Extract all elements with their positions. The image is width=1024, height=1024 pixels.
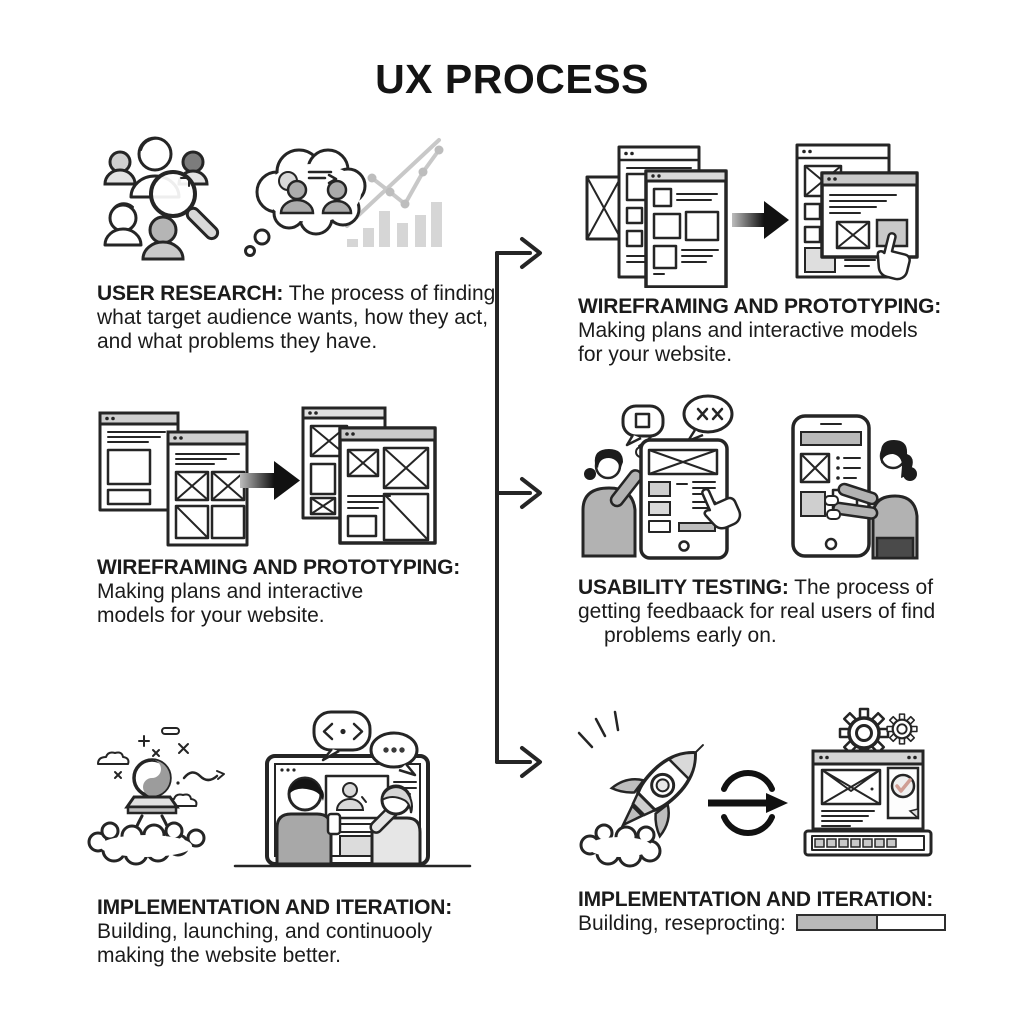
section-heading: USABILITY TESTING: <box>578 576 789 599</box>
section-heading: IMPLEMENTATION AND ITERATION: <box>578 888 934 911</box>
tester-with-phone-icon <box>791 414 919 560</box>
user-research-illustration <box>103 136 444 261</box>
section-line: Building, reseprocting: <box>578 912 786 935</box>
speech-bubble-xx-icon <box>682 394 734 443</box>
section-line: Making plans and interactive models <box>578 319 918 342</box>
wireframing-left-illustration <box>98 406 437 547</box>
tester-with-tablet-icon <box>581 436 742 560</box>
bar-chart-icon <box>345 138 444 247</box>
section-heading: WIREFRAMING AND PROTOTYPING: <box>97 556 461 579</box>
section-line: making the website better. <box>97 944 341 967</box>
wireframing-right-illustration <box>585 143 919 288</box>
section-text-wireframing-right: WIREFRAMING AND PROTOTYPING:Making plans… <box>578 295 1008 367</box>
section-line: getting feedbaack for real users of find <box>578 600 936 623</box>
section-line: The process of <box>794 576 934 599</box>
team-at-screen-icon <box>265 754 430 866</box>
section-line: Making plans and interactive <box>97 580 364 603</box>
implementation-left-illustration <box>87 710 472 868</box>
section-heading: USER RESEARCH: <box>97 282 284 305</box>
section-line: what target audience wants, how they act… <box>97 306 489 329</box>
flow-connector <box>495 237 542 778</box>
page-title: UX PROCESS <box>375 56 649 102</box>
implementation-right-illustration <box>577 707 933 868</box>
launch-orb-icon <box>87 727 225 866</box>
gear-icon <box>886 713 918 745</box>
section-line: problems early on. <box>604 624 777 647</box>
magnifier-icon <box>149 170 220 241</box>
sync-arrow-icon <box>708 770 788 836</box>
section-line: models for your website. <box>97 604 325 627</box>
browser-gears-icon <box>803 707 933 857</box>
wireframe-pages-detailed-icon <box>301 406 437 545</box>
section-text-implementation-left: IMPLEMENTATION AND ITERATION:Building, l… <box>97 896 517 968</box>
section-text-implementation-right: IMPLEMENTATION AND ITERATION:Building, r… <box>578 888 1018 936</box>
section-text-wireframing-left: WIREFRAMING AND PROTOTYPING:Making plans… <box>97 556 517 628</box>
code-bubble-icon <box>312 710 372 762</box>
hand-cursor-icon <box>701 487 742 530</box>
flow-arrow <box>495 237 542 269</box>
flow-arrow <box>495 477 542 509</box>
discussion-thought-bubble-icon <box>244 148 367 257</box>
speech-bubble-square-icon <box>621 404 665 447</box>
wireframe-pages-icon <box>98 411 249 547</box>
rocket-icon <box>577 710 704 868</box>
section-line: The process of finding <box>288 282 496 305</box>
usability-testing-illustration <box>581 394 919 560</box>
progress-fill <box>797 916 879 929</box>
flow-arrow <box>495 746 542 778</box>
section-heading: WIREFRAMING AND PROTOTYPING: <box>578 295 942 318</box>
prototype-click-icon <box>795 143 919 281</box>
progress-bar <box>795 914 946 931</box>
arrow-right-icon <box>732 201 789 239</box>
arrow-right-icon <box>240 461 300 500</box>
section-line: for your website. <box>578 343 733 366</box>
typing-bubble-icon <box>369 731 419 777</box>
wireframe-stack-icon <box>585 145 728 288</box>
section-heading: IMPLEMENTATION AND ITERATION: <box>97 896 453 919</box>
section-line: Building, launching, and continuooly <box>97 920 433 943</box>
check-badge-icon <box>886 766 920 820</box>
hand-cursor-icon <box>876 232 911 281</box>
section-line: and what problems they have. <box>97 330 378 353</box>
